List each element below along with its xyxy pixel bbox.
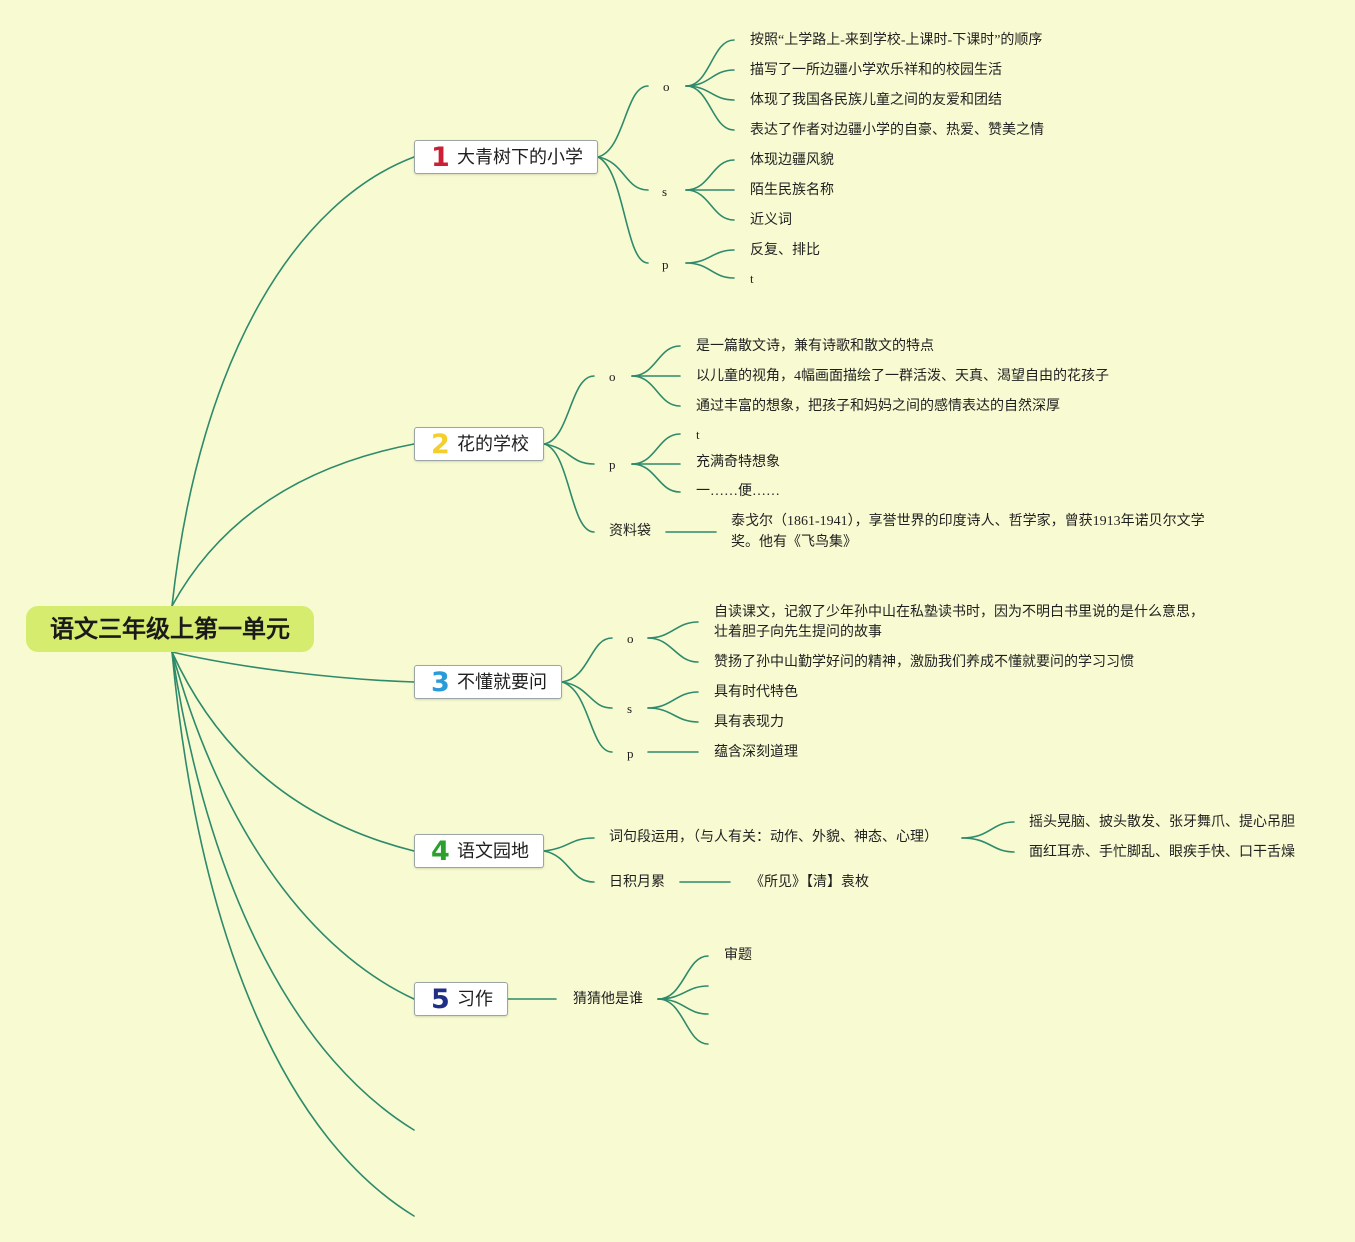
topic-lesson-3-title: 不懂就要问 [457, 672, 547, 693]
lesson2-o-item[interactable]: 以儿童的视角，4幅画面描绘了一群活泼、天真、渴望自由的花孩子 [696, 369, 1109, 384]
lesson3-s-item[interactable]: 具有表现力 [714, 715, 784, 730]
lesson1-o-item[interactable]: 按照“上学路上-来到学校-上课时-下课时”的顺序 [750, 33, 1043, 48]
lesson1-o-item[interactable]: 描写了一所边疆小学欢乐祥和的校园生活 [750, 63, 1002, 78]
lesson3-key-o[interactable]: o [627, 631, 634, 646]
lesson2-p-item[interactable]: t [696, 427, 700, 442]
lesson4-riji-label[interactable]: 日积月累 [609, 875, 665, 890]
topic-lesson-5-title: 习作 [457, 989, 493, 1010]
lesson3-o-item-2[interactable]: 赞扬了孙中山勤学好问的精神，激励我们养成不懂就要问的学习习惯 [714, 655, 1134, 670]
topic-lesson-4[interactable]: 4 语文园地 [414, 834, 544, 868]
lesson1-s-item[interactable]: 陌生民族名称 [750, 183, 834, 198]
topic-lesson-5[interactable]: 5 习作 [414, 982, 508, 1016]
lesson2-ziliao-text-line1[interactable]: 泰戈尔（1861-1941），享誉世界的印度诗人、哲学家，曾获1913年诺贝尔文… [731, 514, 1205, 529]
lesson2-p-item[interactable]: 一……便…… [696, 484, 780, 499]
lesson2-o-item[interactable]: 是一篇散文诗，兼有诗歌和散文的特点 [696, 339, 934, 354]
lesson3-p-item[interactable]: 蕴含深刻道理 [714, 745, 798, 760]
number-4-badge: 4 [431, 836, 450, 867]
lesson5-sub-item[interactable]: 审题 [724, 948, 752, 963]
lesson4-riji-item[interactable]: 《所见》【清】袁枚 [750, 875, 869, 890]
lesson5-sub-label[interactable]: 猜猜他是谁 [573, 992, 643, 1007]
lesson2-key-p[interactable]: p [609, 457, 616, 472]
lesson1-o-item[interactable]: 体现了我国各民族儿童之间的友爱和团结 [750, 93, 1002, 108]
lesson1-s-item[interactable]: 体现边疆风貌 [750, 153, 834, 168]
lesson1-key-s[interactable]: s [662, 184, 668, 199]
lesson2-o-item[interactable]: 通过丰富的想象，把孩子和妈妈之间的感情表达的自然深厚 [696, 399, 1060, 414]
lesson1-s-item[interactable]: 近义词 [750, 213, 792, 228]
lesson3-s-item[interactable]: 具有时代特色 [714, 685, 798, 700]
lesson2-p-item[interactable]: 充满奇特想象 [696, 455, 780, 470]
number-1-badge: 1 [431, 142, 450, 173]
lesson4-ciju-item[interactable]: 摇头晃脑、披头散发、张牙舞爪、提心吊胆 [1029, 815, 1295, 830]
lesson1-p-item[interactable]: t [750, 271, 754, 286]
topic-lesson-2[interactable]: 2 花的学校 [414, 427, 544, 461]
topic-lesson-3[interactable]: 3 不懂就要问 [414, 665, 562, 699]
number-5-badge: 5 [431, 984, 450, 1015]
lesson2-key-o[interactable]: o [609, 369, 616, 384]
topic-lesson-1-title: 大青树下的小学 [457, 147, 583, 168]
lesson4-ciju-item[interactable]: 面红耳赤、手忙脚乱、眼疾手快、口干舌燥 [1029, 845, 1295, 860]
lesson3-o-item-1-line1[interactable]: 自读课文，记叙了少年孙中山在私塾读书时，因为不明白书里说的是什么意思， [714, 605, 1204, 620]
lesson1-p-item[interactable]: 反复、排比 [750, 243, 820, 258]
topic-lesson-1[interactable]: 1 大青树下的小学 [414, 140, 598, 174]
lesson2-ziliao-label[interactable]: 资料袋 [609, 524, 651, 539]
root-topic[interactable]: 语文三年级上第一单元 [26, 606, 314, 652]
lesson1-o-item[interactable]: 表达了作者对边疆小学的自豪、热爱、赞美之情 [750, 123, 1044, 138]
lesson2-ziliao-text-line2[interactable]: 奖。他有《飞鸟集》 [731, 535, 857, 550]
lesson3-o-item-1-line2[interactable]: 壮着胆子向先生提问的故事 [714, 625, 882, 640]
lesson1-key-p[interactable]: p [662, 257, 669, 272]
lesson3-key-s[interactable]: s [627, 701, 633, 716]
topic-lesson-2-title: 花的学校 [457, 434, 529, 455]
topic-lesson-4-title: 语文园地 [457, 841, 529, 862]
lesson4-ciju-label[interactable]: 词句段运用，（与人有关：动作、外貌、神态、心理） [609, 830, 938, 845]
lesson3-key-p[interactable]: p [627, 746, 634, 761]
number-2-badge: 2 [431, 429, 450, 460]
lesson1-key-o[interactable]: o [663, 79, 670, 94]
number-3-badge: 3 [431, 667, 450, 698]
